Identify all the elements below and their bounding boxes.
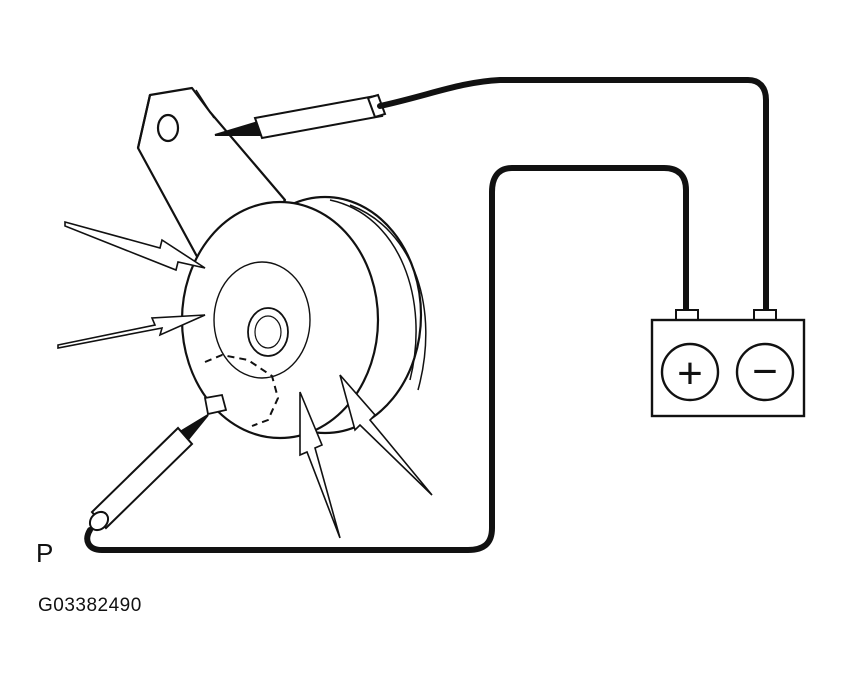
battery-positive-terminal xyxy=(660,342,720,402)
horn-center-bolt xyxy=(247,307,289,357)
upper-test-probe xyxy=(214,93,387,140)
lead-wires xyxy=(84,77,769,553)
vibration-arrow-upper xyxy=(64,220,206,272)
positive-lead-wire xyxy=(84,165,689,553)
corner-label: P xyxy=(36,538,54,568)
battery-negative-terminal xyxy=(735,342,795,402)
bracket-mount-hole xyxy=(156,113,180,143)
vibration-arrow-bottom xyxy=(299,391,341,539)
vibration-arrow-right xyxy=(339,374,433,496)
horn-inner-ring xyxy=(213,261,311,379)
negative-lead-wire xyxy=(377,77,769,315)
figure-code: G03382490 xyxy=(38,595,142,616)
negative-symbol: − xyxy=(752,347,778,396)
vibration-arrows xyxy=(57,220,433,539)
hidden-terminal-outline xyxy=(204,353,280,427)
vibration-arrow-left xyxy=(57,314,206,349)
positive-symbol: + xyxy=(677,349,703,398)
lower-test-probe xyxy=(88,414,209,532)
horn-terminal-tab xyxy=(203,393,228,416)
battery: + − xyxy=(650,309,806,418)
